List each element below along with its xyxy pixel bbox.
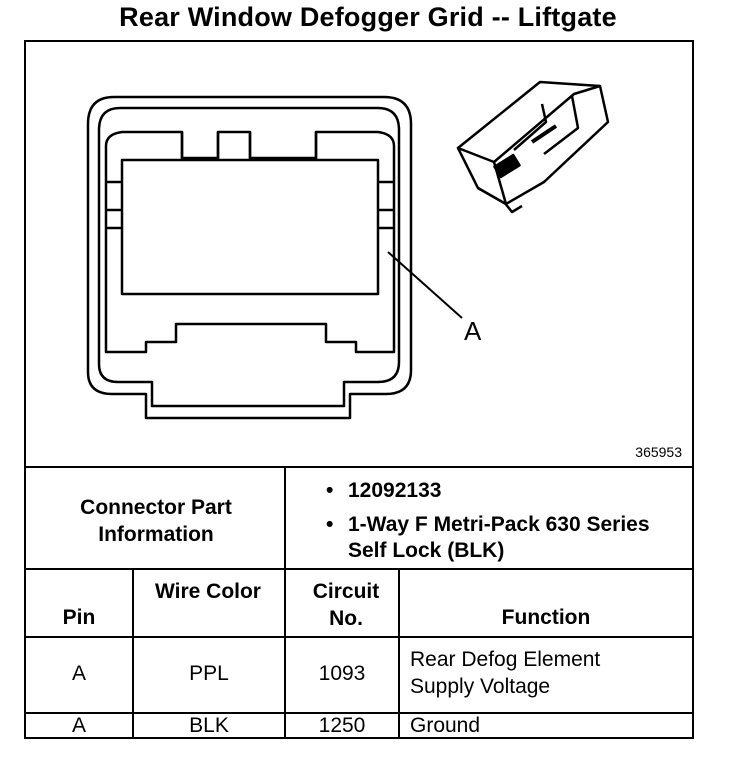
housing-outer <box>86 95 413 420</box>
divider-info <box>26 568 692 570</box>
header-circuit-no: Circuit No. <box>312 580 380 630</box>
row2-wire-color: BLK <box>189 714 229 737</box>
row2-function: Ground <box>410 714 481 737</box>
housing-inner <box>97 106 401 408</box>
divider-header <box>26 636 692 638</box>
divider-info-vertical <box>284 466 286 568</box>
divider-col2 <box>284 568 286 739</box>
connector-drawing: A 365953 <box>26 42 692 468</box>
terminal-cavity <box>120 158 380 296</box>
callout-leader <box>387 251 463 319</box>
divider-col1 <box>132 568 134 739</box>
part-number: 12092133 <box>326 478 686 504</box>
divider-col3 <box>398 568 400 739</box>
header-function: Function <box>501 606 591 629</box>
connector-body-iso <box>456 80 610 214</box>
row1-function: Rear Defog Element Supply Voltage <box>410 648 601 698</box>
connector-face-svg <box>86 80 610 420</box>
callout-label-a: A <box>464 316 482 346</box>
header-pin: Pin <box>62 606 96 629</box>
row1-pin: A <box>71 662 86 685</box>
row2-pin: A <box>71 714 86 737</box>
page-title: Rear Window Defogger Grid -- Liftgate <box>119 2 617 32</box>
connector-info-list: 12092133 1-Way F Metri-Pack 630 Series S… <box>326 478 686 564</box>
row1-circuit-no: 1093 <box>318 662 366 685</box>
header-wire-color: Wire Color <box>155 580 261 603</box>
row2-circuit-no: 1250 <box>318 714 366 737</box>
divider-drawing <box>26 466 692 468</box>
divider-row1 <box>26 712 692 714</box>
part-description: 1-Way F Metri-Pack 630 Series Self Lock … <box>326 512 686 564</box>
cavity-outline <box>104 130 396 354</box>
row1-wire-color: PPL <box>189 662 229 685</box>
figure-number: 365953 <box>635 444 682 460</box>
connector-info-label: Connector Part Information <box>80 496 232 546</box>
connector-frame: A 365953 Connector Part Information 1209… <box>24 40 694 739</box>
